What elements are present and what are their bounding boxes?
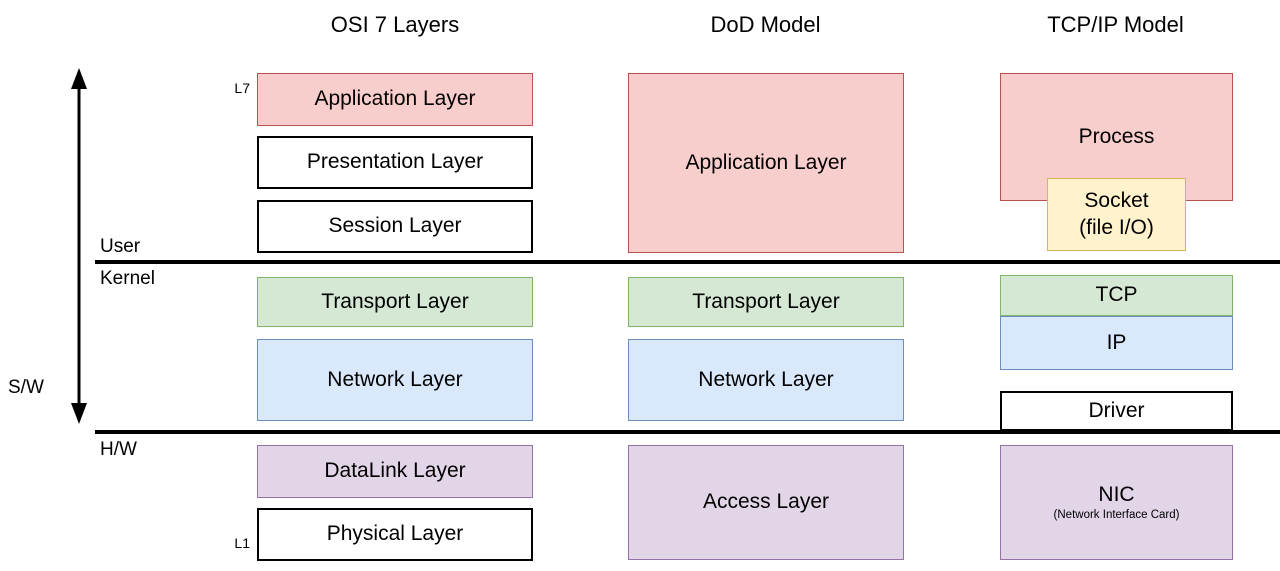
box-label: Network Layer — [698, 367, 834, 391]
box-label: Process — [1078, 124, 1155, 148]
osi-datalink-layer-box: DataLink Layer — [257, 445, 533, 498]
tcpip-tcp-box: TCP — [1000, 275, 1233, 316]
box-label: TCP — [1095, 283, 1138, 307]
tcpip-socket-box: Socket (file I/O) — [1047, 178, 1186, 251]
osi-column-title: OSI 7 Layers — [330, 12, 460, 37]
osi-physical-layer-box: Physical Layer — [257, 508, 533, 561]
box-label: Physical Layer — [326, 522, 464, 546]
osi-layer1-tag: L1 — [234, 535, 250, 551]
user-space-label: User — [100, 236, 141, 257]
box-label: Driver — [1088, 398, 1145, 422]
box-label: Session Layer — [328, 214, 462, 238]
software-label: S/W — [8, 377, 44, 398]
box-label: IP — [1106, 330, 1127, 354]
box-label-line2: (file I/O) — [1079, 215, 1154, 239]
osi-network-layer-box: Network Layer — [257, 339, 533, 421]
box-label: Transport Layer — [321, 289, 469, 313]
tcpip-column-title: TCP/IP Model — [1047, 12, 1184, 37]
dod-access-layer-box: Access Layer — [628, 445, 904, 560]
box-label: Application Layer — [314, 87, 476, 111]
tcpip-nic-box: NIC (Network Interface Card) — [1000, 445, 1233, 560]
box-label: Presentation Layer — [306, 150, 484, 174]
box-caption: (Network Interface Card) — [1053, 509, 1180, 522]
tcpip-driver-box: Driver — [1000, 391, 1233, 431]
osi-session-layer-box: Session Layer — [257, 200, 533, 253]
hardware-label: H/W — [100, 439, 137, 460]
box-label: Network Layer — [327, 367, 463, 391]
kernel-space-label: Kernel — [100, 268, 155, 289]
dod-application-layer-box: Application Layer — [628, 73, 904, 253]
sw-hw-divider-line — [95, 430, 1280, 434]
sw-range-double-arrow-icon — [71, 68, 87, 424]
dod-column-title: DoD Model — [710, 12, 821, 37]
box-label: DataLink Layer — [324, 459, 466, 483]
osi-layer7-tag: L7 — [234, 80, 250, 96]
tcpip-ip-box: IP — [1000, 316, 1233, 370]
osi-application-layer-box: Application Layer — [257, 73, 533, 126]
box-label: Transport Layer — [692, 289, 840, 313]
dod-network-layer-box: Network Layer — [628, 339, 904, 421]
dod-transport-layer-box: Transport Layer — [628, 277, 904, 327]
osi-transport-layer-box: Transport Layer — [257, 277, 533, 327]
box-label: Socket — [1084, 189, 1149, 213]
box-label: Access Layer — [702, 490, 830, 514]
box-label: Application Layer — [685, 150, 847, 174]
user-kernel-divider-line — [95, 260, 1280, 264]
box-label: NIC — [1098, 482, 1135, 506]
osi-presentation-layer-box: Presentation Layer — [257, 136, 533, 189]
